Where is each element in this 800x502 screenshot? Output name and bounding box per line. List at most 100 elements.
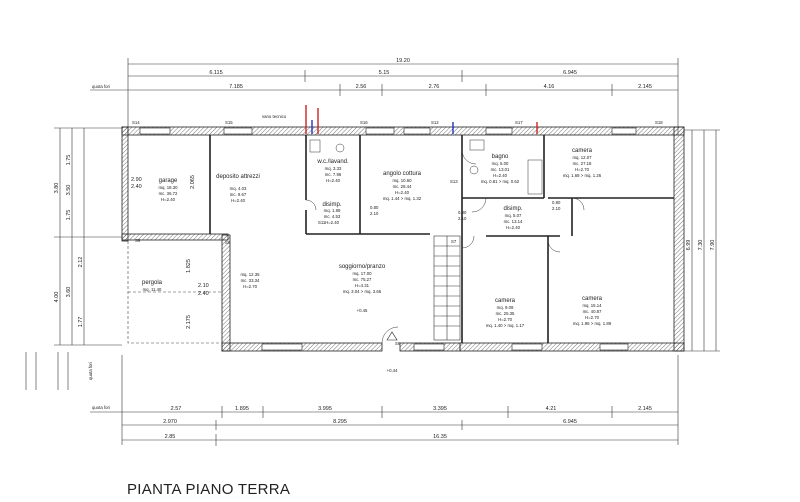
top-dimension-lines <box>90 58 679 135</box>
dim-top-d: 7.185 <box>229 84 243 90</box>
dim-bottom-c: 3.995 <box>318 406 332 412</box>
right-dimension-lines <box>684 129 720 352</box>
room-area: mq. 11.40 <box>143 287 162 292</box>
room-disimpegno: disimp. mq. 1.89 mc. 4.53 H=2.40 <box>322 202 341 225</box>
room-camera-3: camera mq. 15.14 mc. 40.87 H=2.70 mq. 1.… <box>573 296 612 326</box>
svg-text:3.80: 3.80 <box>54 183 60 194</box>
bottom-dimension-lines <box>90 355 679 446</box>
room-height: H=2.40 <box>325 220 340 225</box>
room-name: bagno <box>492 154 509 160</box>
left-dimension-lines <box>25 127 122 390</box>
dim-bottom-i: 6.945 <box>563 419 577 425</box>
room-window-ratio: mq. 0.81 > mq. 0.62 <box>481 179 520 184</box>
room-bagno: bagno mq. 5.00 mc. 13.01 H=2.40 mq. 0.81… <box>481 154 520 184</box>
svg-text:2.10: 2.10 <box>198 283 209 289</box>
room-area: mq. 1.89 <box>324 208 341 213</box>
room-window-ratio: mq. 1.96 > mq. 1.89 <box>573 321 612 326</box>
dim-bottom-e: 4.21 <box>546 406 557 412</box>
room-volume: mc. 9.67 <box>230 192 247 197</box>
svg-text:2.40: 2.40 <box>131 184 142 190</box>
room-portico: mq. 12.35 mc. 33.34 H=2.70 <box>240 272 260 289</box>
room-area: mq. 4.03 <box>230 186 247 191</box>
room-name: camera <box>495 298 516 304</box>
quota-fori-left: quota fori <box>88 362 93 380</box>
room-name: pergola <box>142 280 163 286</box>
door-swings <box>305 149 585 344</box>
room-name: deposito attrezzi <box>216 174 260 180</box>
room-wc: w.c./lavand. mq. 3.33 mc. 7.96 H=2.40 <box>316 159 349 183</box>
dim-top-f: 2.76 <box>429 84 440 90</box>
room-area: mq. 5.00 <box>492 161 509 166</box>
room-volume: mc. 75.27 <box>353 277 372 282</box>
room-height: H=2.70 <box>498 317 513 322</box>
svg-text:4.00: 4.00 <box>54 292 60 303</box>
room-height: H=2.40 <box>506 225 521 230</box>
window-code-s17: S17 <box>515 120 523 125</box>
door-width-3: 0.80 <box>552 200 561 205</box>
room-volume: mc. 40.87 <box>583 309 602 314</box>
room-name: disimp. <box>503 206 522 212</box>
door-height-2: 2.10 <box>458 216 467 221</box>
room-volume: mc. 13.14 <box>504 219 523 224</box>
svg-text:1.77: 1.77 <box>78 317 84 328</box>
window-code-s15: S15 <box>225 120 233 125</box>
dim-bottom-k: 16.35 <box>433 434 447 440</box>
dim-total-width: 19.20 <box>396 58 410 64</box>
room-area: mq. 18.30 <box>158 185 178 190</box>
room-area: mq. 12.35 <box>240 272 260 277</box>
dim-top-e: 2.56 <box>356 84 367 90</box>
window-code-s13: S13 <box>450 179 458 184</box>
svg-text:2.065: 2.065 <box>190 175 196 189</box>
room-name: w.c./lavand. <box>316 159 349 165</box>
room-window-ratio: mq. 1.40 > mq. 1.17 <box>486 323 525 328</box>
room-area: mq. 5.07 <box>505 213 522 218</box>
room-height: H=2.40 <box>326 178 341 183</box>
room-height: H=2.70 <box>575 167 590 172</box>
dim-bottom-d: 3.395 <box>433 406 447 412</box>
dim-top-c: 6.945 <box>563 70 577 76</box>
svg-text:1.75: 1.75 <box>66 210 72 221</box>
room-volume: mc. 27.18 <box>573 161 592 166</box>
outer-walls <box>121 126 685 352</box>
window-code-s11: S11 <box>318 220 326 225</box>
room-height: H=4.31 <box>355 283 370 288</box>
dim-right-c: 7.90 <box>710 240 716 251</box>
room-volume: mc. 13.01 <box>491 167 510 172</box>
room-volume: mc. 25.35 <box>496 311 515 316</box>
window-code-s7: S7 <box>451 239 457 244</box>
door-width-2: 0.80 <box>458 210 467 215</box>
room-garage: garage mq. 18.30 mc. 36.72 H=2.40 <box>158 178 178 202</box>
room-height: H=2.40 <box>161 197 176 202</box>
room-name: camera <box>572 148 593 154</box>
room-height: H=2.40 <box>493 173 508 178</box>
dim-bottom-j: 2.85 <box>165 434 176 440</box>
dim-bottom-h: 8.295 <box>333 419 347 425</box>
room-area: mq. 9.09 <box>497 305 514 310</box>
room-area: mq. 17.00 <box>352 271 372 276</box>
door-height-3: 2.10 <box>552 206 561 211</box>
dim-top-h: 2.145 <box>638 84 652 90</box>
dim-bottom-b: 1.895 <box>235 406 249 412</box>
room-volume: mc. 33.34 <box>241 278 260 283</box>
dim-top-b: 5.15 <box>379 70 390 76</box>
room-volume: mc. 36.72 <box>159 191 178 196</box>
window-code-s12: S12 <box>431 120 439 125</box>
level-entrance: +0.44 <box>387 368 398 373</box>
pergola-outline <box>127 239 223 344</box>
room-camera-2: camera mq. 9.09 mc. 25.35 H=2.70 mq. 1.4… <box>486 298 525 328</box>
window-code-s14: S14 <box>132 120 140 125</box>
quota-fori-top: quota fori <box>92 84 110 89</box>
svg-text:3.60: 3.60 <box>66 287 72 298</box>
room-area: mq. 12.07 <box>572 155 592 160</box>
door-width-1: 0.80 <box>370 205 379 210</box>
sanitary-fixtures <box>309 139 543 195</box>
svg-text:2.40: 2.40 <box>198 291 209 297</box>
window-marks <box>139 127 637 351</box>
dim-bottom-a: 2.57 <box>171 406 182 412</box>
room-volume: mc. 4.53 <box>324 214 341 219</box>
dim-right-b: 7.30 <box>698 240 704 251</box>
room-camera-1: camera mq. 12.07 mc. 27.18 H=2.70 mq. 1.… <box>563 148 602 178</box>
dim-top-g: 4.16 <box>544 84 555 90</box>
svg-text:2.90: 2.90 <box>131 177 142 183</box>
quota-fori-bottom: quota fori <box>92 405 110 410</box>
